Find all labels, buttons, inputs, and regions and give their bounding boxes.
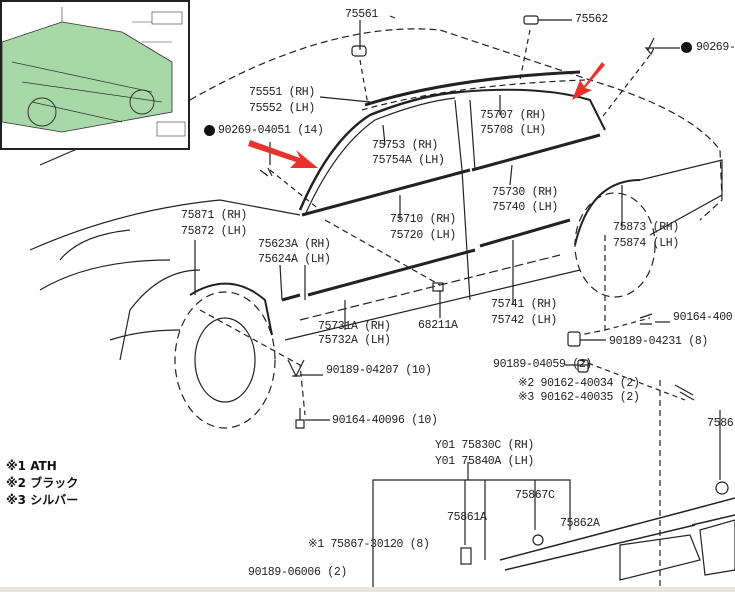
part-label[interactable]: 75871 (RH) (181, 209, 248, 222)
part-label[interactable]: 68211A (418, 319, 458, 332)
part-label[interactable]: Y01 75830C (RH) (435, 439, 535, 452)
arrow-indicator-a-pillar (248, 140, 318, 168)
part-label[interactable]: 75551 (RH) (249, 86, 316, 99)
part-label[interactable]: 75741 (RH) (491, 298, 558, 311)
part-label[interactable]: 75873 (RH) (613, 221, 680, 234)
part-label[interactable]: 90164-40096 (10) (332, 414, 438, 427)
part-label[interactable]: 75561 (345, 8, 379, 21)
note-silver: ※3 シルバー (6, 493, 79, 507)
part-label[interactable]: 75708 (LH) (480, 124, 547, 137)
arrow-indicator-rear-window (572, 62, 605, 100)
part-label[interactable]: 75552 (LH) (249, 102, 316, 115)
bullet-dot-icon (204, 125, 215, 136)
bullet-dot-icon (681, 42, 692, 53)
part-label[interactable]: 90269-04051 (14) (218, 124, 324, 137)
part-label[interactable]: 75623A (RH) (258, 238, 331, 251)
part-label[interactable]: ※3 90162-40035 (2) (518, 391, 640, 404)
part-label[interactable]: 75740 (LH) (492, 201, 559, 214)
part-label[interactable]: 75562 (575, 13, 609, 26)
thumbnail-car-icon (2, 7, 186, 137)
part-label[interactable]: 75624A (LH) (258, 253, 331, 266)
part-label[interactable]: 75707 (RH) (480, 109, 547, 122)
part-label[interactable]: 75867C (515, 489, 555, 502)
part-label[interactable]: 75862A (560, 517, 600, 530)
part-label[interactable]: 75710 (RH) (390, 213, 457, 226)
part-label[interactable]: 75720 (LH) (390, 229, 457, 242)
part-label[interactable]: 90189-06006 (2) (248, 566, 348, 579)
notes-legend: ※1 ATH ※2 ブラック ※3 シルバー (6, 458, 78, 509)
part-label[interactable]: ※2 90162-40034 (2) (518, 377, 640, 390)
part-label[interactable]: 90189-04207 (10) (326, 364, 432, 377)
part-label[interactable]: 90269- (696, 41, 735, 54)
part-label[interactable]: 75753 (RH) (372, 139, 439, 152)
part-label[interactable]: 90189-04059 (2) (493, 358, 593, 371)
part-label[interactable]: 75731A (RH) (318, 320, 391, 333)
part-label[interactable]: 75874 (LH) (613, 237, 680, 250)
bottom-scrollbar[interactable] (0, 587, 735, 592)
part-label[interactable]: 90189-04231 (8) (609, 335, 709, 348)
part-label[interactable]: 7586 (707, 417, 734, 430)
part-label[interactable]: 75732A (LH) (318, 334, 391, 347)
part-label[interactable]: 75861A (447, 511, 487, 524)
part-label[interactable]: 75754A (LH) (372, 154, 445, 167)
part-label[interactable]: 75742 (LH) (491, 314, 558, 327)
part-label[interactable]: ※1 75867-30120 (8) (308, 538, 430, 551)
thumbnail-overview[interactable] (0, 0, 190, 150)
part-label[interactable]: 75872 (LH) (181, 225, 248, 238)
note-ath: ※1 ATH (6, 459, 57, 473)
part-label[interactable]: 75730 (RH) (492, 186, 559, 199)
note-black: ※2 ブラック (6, 476, 79, 490)
part-label[interactable]: 90164-400 (673, 311, 733, 324)
part-label[interactable]: Y01 75840A (LH) (435, 455, 535, 468)
